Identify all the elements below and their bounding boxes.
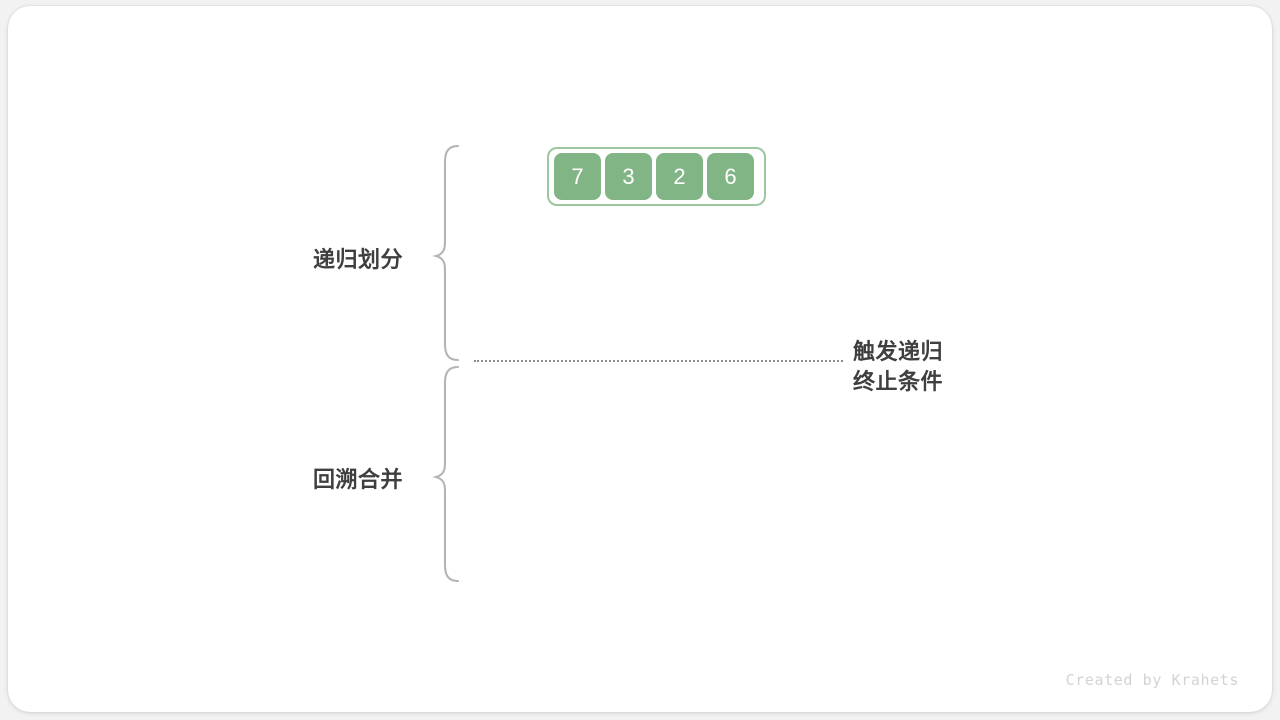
- annotation-line-1: 触发递归: [853, 339, 944, 364]
- array-cell[interactable]: 2: [656, 153, 703, 200]
- brace-divide-icon: [432, 144, 460, 362]
- brace-merge-icon: [432, 365, 460, 583]
- annotation-line-2: 终止条件: [853, 369, 944, 394]
- array-cell[interactable]: 3: [605, 153, 652, 200]
- phase-label-merge: 回溯合并: [313, 467, 404, 492]
- watermark: Created by Krahets: [1065, 671, 1239, 689]
- white-card: 7 3 2 6 递归划分 回溯合并 触发递归 终止条件 Created by K…: [8, 6, 1272, 712]
- array-container: 7 3 2 6: [547, 147, 766, 206]
- array-cell[interactable]: 6: [707, 153, 754, 200]
- termination-annotation: 触发递归 终止条件: [853, 337, 943, 397]
- recursion-boundary-divider: [474, 360, 843, 362]
- phase-label-divide: 递归划分: [313, 247, 404, 272]
- array-cell[interactable]: 7: [554, 153, 601, 200]
